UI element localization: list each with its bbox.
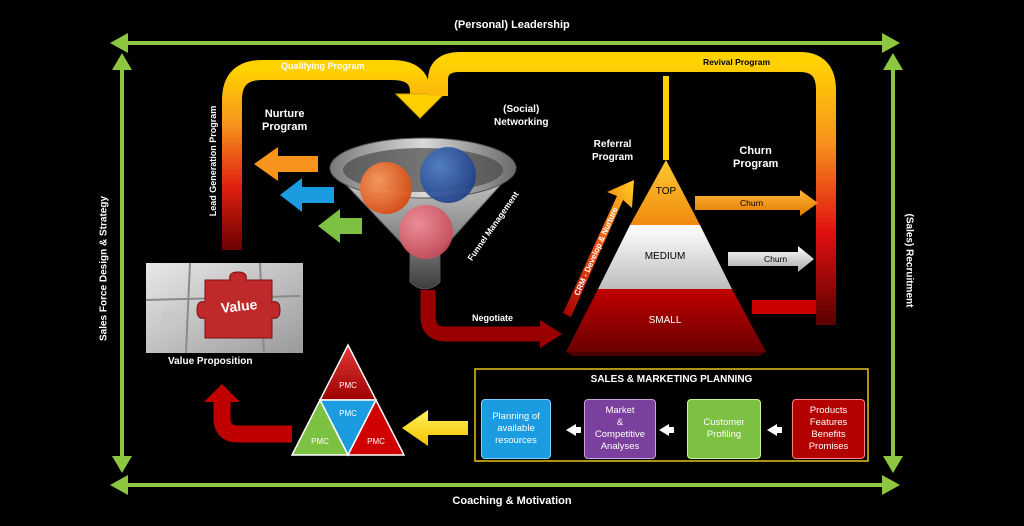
sales-funnel xyxy=(328,137,518,290)
border-arrows xyxy=(110,33,903,495)
networking-label: (Social) Networking xyxy=(494,104,549,128)
nurture-arrows xyxy=(254,147,362,243)
coaching-label: Coaching & Motivation xyxy=(452,495,572,507)
recruitment-label: (Sales) Recruitment xyxy=(903,213,915,308)
value-proposition-caption: Value Proposition xyxy=(168,356,253,367)
qualifying-program-label: Qualifying Program xyxy=(281,61,365,71)
pmc-center-label: PMC xyxy=(339,409,357,418)
revival-program-arc xyxy=(428,52,836,325)
pyramid-small-label: SMALL xyxy=(648,315,682,326)
lead-generation-label: Lead Generation Program xyxy=(208,105,218,217)
negotiate-label: Negotiate xyxy=(472,313,514,323)
nurture-program-label: Nurture Program xyxy=(262,108,308,133)
qualifying-program-arc xyxy=(222,60,446,250)
pmc-top-label: PMC xyxy=(339,381,357,390)
churn-arrows xyxy=(695,190,818,314)
churn-medium-label: Churn xyxy=(764,254,788,264)
churn-top-label: Churn xyxy=(740,198,764,208)
blue-ball xyxy=(420,147,476,203)
planning-to-pmc-arrow xyxy=(402,410,468,446)
churn-program-label: Churn Program xyxy=(733,145,779,170)
sales-force-design-label: Sales Force Design & Strategy xyxy=(98,195,110,342)
pyramid-medium-label: MEDIUM xyxy=(644,251,686,262)
planning-flow-arrows xyxy=(566,424,782,436)
market-analyses-box: Market & Competitive Analyses xyxy=(584,399,656,459)
pmc-triangle xyxy=(290,343,406,457)
customer-pyramid xyxy=(566,160,766,356)
crm-arrow xyxy=(563,180,634,317)
referral-program-label: Referral Program xyxy=(592,139,634,163)
products-features-box: Products Features Benefits Promises xyxy=(792,399,865,459)
leadership-label: (Personal) Leadership xyxy=(454,19,570,31)
revival-program-label: Revival Program xyxy=(703,57,771,67)
value-puzzle-image xyxy=(145,262,303,354)
planning-resources-box: Planning of available resources xyxy=(481,399,551,459)
to-value-arrow xyxy=(204,384,292,443)
planning-title: SALES & MARKETING PLANNING xyxy=(590,374,753,385)
pyramid-top-label: TOP xyxy=(655,186,677,197)
negotiate-arrow xyxy=(420,290,562,348)
pink-ball xyxy=(399,205,453,259)
orange-ball xyxy=(360,162,412,214)
pmc-left-label: PMC xyxy=(311,437,329,446)
customer-profiling-box: Customer Profiling xyxy=(687,399,761,459)
pmc-right-label: PMC xyxy=(367,437,385,446)
